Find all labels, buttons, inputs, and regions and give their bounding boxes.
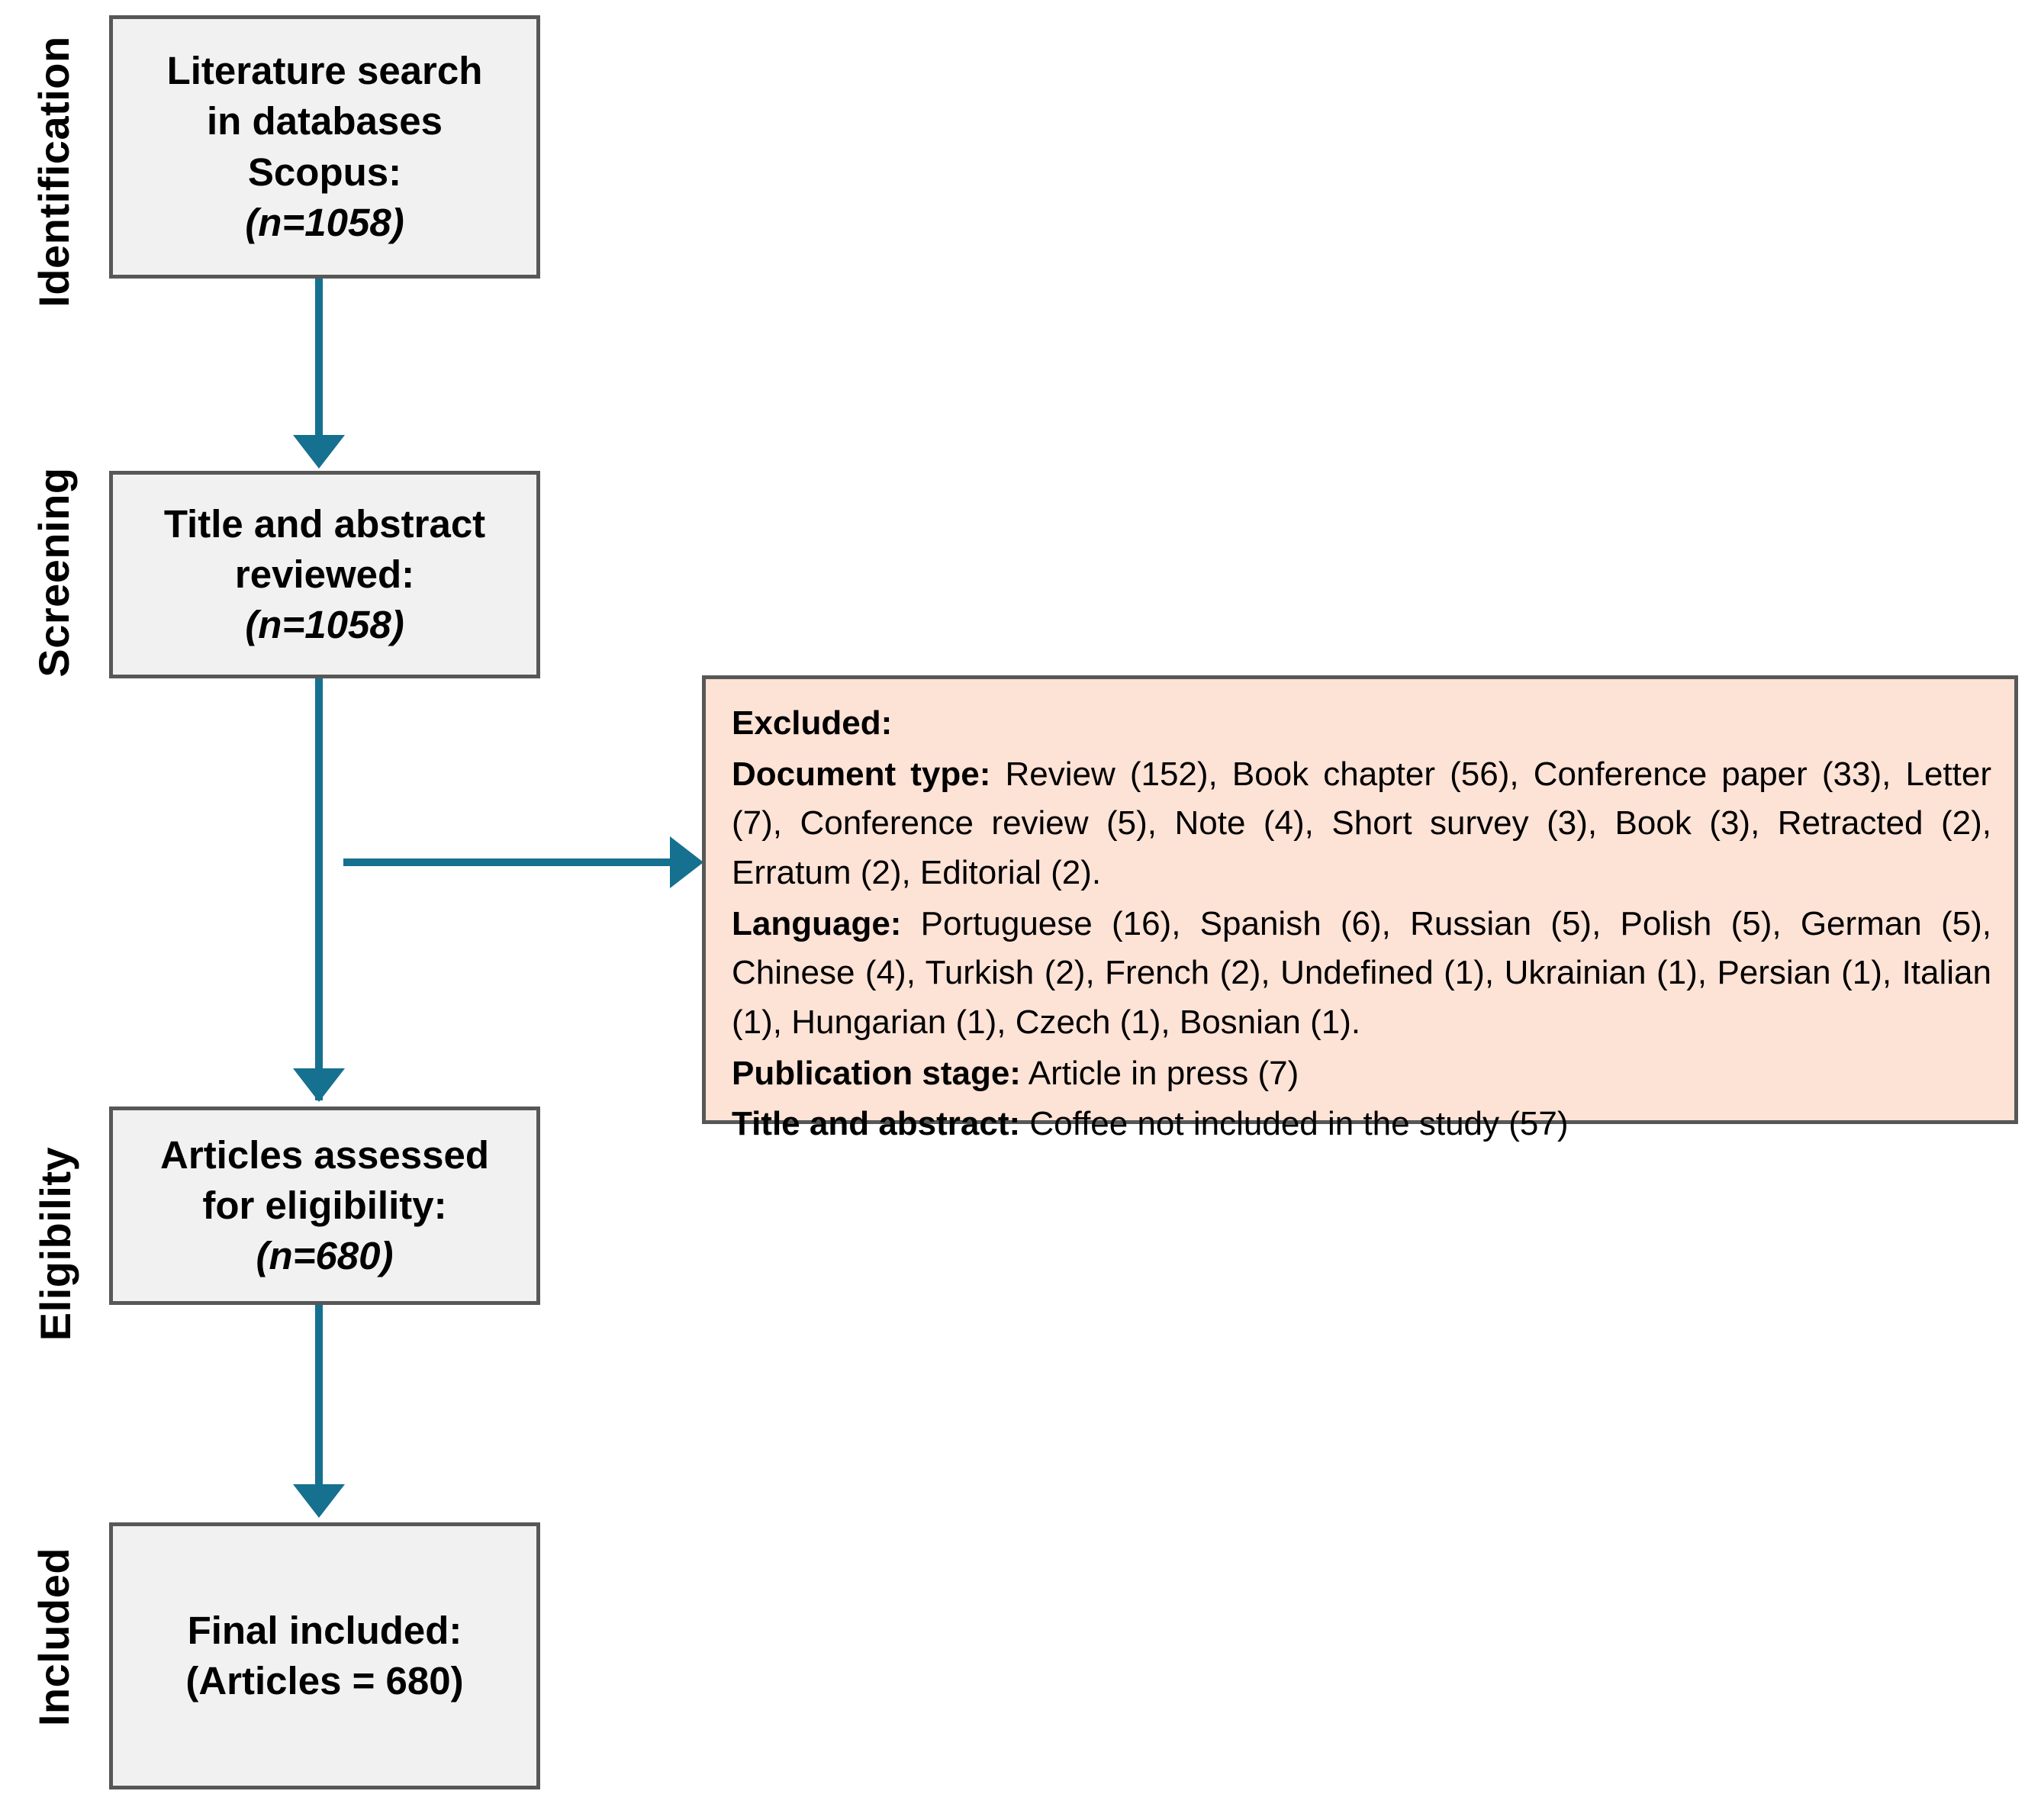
excluded-row-language: Language: Portuguese (16), Spanish (6), …: [732, 900, 1991, 1048]
box-included-line1: Final included:: [187, 1608, 462, 1652]
excluded-row-title-and-abstract: Title and abstract: Coffee not included …: [732, 1100, 1991, 1149]
box-screening-line2: reviewed:: [234, 552, 415, 596]
count-n-symbol: n: [258, 603, 282, 647]
box-identification-count: (n=1058): [127, 198, 523, 248]
connector-identification-to-screening-arrow: [293, 435, 345, 469]
connector-identification-to-screening-line: [315, 279, 323, 437]
connector-screening-to-eligibility-arrow: [293, 1068, 345, 1102]
excluded-row-label: Publication stage:: [732, 1054, 1021, 1092]
count-open-paren: (: [245, 200, 259, 244]
count-value: =680): [292, 1234, 394, 1278]
box-identification: Literature search in databases Scopus: (…: [109, 15, 540, 279]
box-eligibility-count: (n=680): [127, 1231, 523, 1281]
stage-label-included: Included: [27, 1515, 80, 1759]
connector-screening-to-eligibility-line: [315, 678, 323, 1100]
excluded-row-publication-stage: Publication stage: Article in press (7): [732, 1049, 1991, 1099]
box-eligibility: Articles assessed for eligibility: (n=68…: [109, 1106, 540, 1305]
stage-label-eligibility: Eligibility: [28, 1106, 82, 1381]
excluded-row-text: Coffee not included in the study (57): [1020, 1105, 1569, 1143]
stage-label-identification: Identification: [27, 11, 80, 332]
stage-label-screening: Screening: [27, 439, 80, 706]
box-eligibility-line1: Articles assessed: [160, 1132, 489, 1177]
stage-label-included-text: Included: [29, 1547, 78, 1727]
stage-label-eligibility-text: Eligibility: [31, 1146, 79, 1342]
connector-eligibility-to-included-line: [315, 1305, 323, 1487]
count-n-symbol: n: [269, 1234, 293, 1278]
stage-label-identification-text: Identification: [29, 36, 78, 308]
box-identification-line2: in databases: [207, 99, 443, 143]
connector-eligibility-to-included-arrow: [293, 1484, 345, 1518]
excluded-row-text: Review (152), Book chapter (56), Confere…: [732, 755, 1991, 892]
excluded-heading-text: Excluded:: [732, 704, 893, 742]
connector-screening-to-excluded-line: [343, 858, 675, 866]
box-excluded-reasons: Excluded: Document type: Review (152), B…: [702, 675, 2018, 1142]
box-identification-line1: Literature search: [166, 48, 483, 92]
connector-screening-to-excluded-arrow: [670, 836, 703, 888]
stage-label-screening-text: Screening: [29, 467, 78, 678]
box-identification-line3: Scopus:: [247, 150, 402, 194]
count-value: =1058): [282, 603, 404, 647]
excluded-heading: Excluded:: [732, 699, 1991, 749]
count-value: =1058): [282, 200, 404, 244]
box-eligibility-line2: for eligibility:: [202, 1183, 447, 1227]
excluded-row-text: Portuguese (16), Spanish (6), Russian (5…: [732, 904, 1991, 1042]
box-included-line2: (Articles = 680): [185, 1659, 464, 1702]
excluded-row-label: Document type:: [732, 755, 991, 793]
box-screening-count: (n=1058): [127, 600, 523, 650]
count-n-symbol: n: [258, 200, 282, 244]
excluded-row-label: Language:: [732, 904, 902, 942]
count-open-paren: (: [245, 603, 259, 647]
box-included: Final included: (Articles = 680): [109, 1522, 540, 1789]
excluded-row-label: Title and abstract:: [732, 1105, 1021, 1143]
excluded-row-text: Article in press (7): [1020, 1054, 1299, 1092]
count-open-paren: (: [256, 1234, 269, 1278]
box-screening-line1: Title and abstract: [163, 501, 486, 546]
box-screening: Title and abstract reviewed: (n=1058): [109, 471, 540, 678]
excluded-row-document-type: Document type: Review (152), Book chapte…: [732, 750, 1991, 898]
